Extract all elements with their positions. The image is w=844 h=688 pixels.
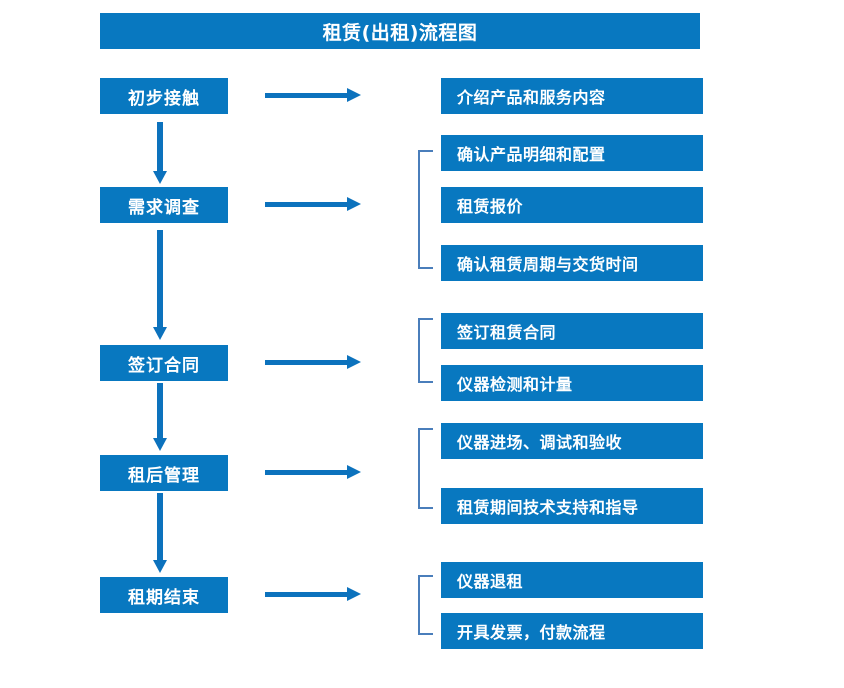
group-bracket-stage-2 xyxy=(418,150,433,269)
stage-arrow-head xyxy=(347,197,361,211)
stage-arrow-right-stage-1 xyxy=(265,87,361,103)
connector-arrow-shaft xyxy=(157,230,163,327)
stage-box-stage-3[interactable]: 签订合同 xyxy=(100,345,228,381)
detail-box[interactable]: 签订租赁合同 xyxy=(441,313,703,349)
connector-arrow-shaft xyxy=(157,122,163,171)
stage-arrow-shaft xyxy=(265,93,349,98)
detail-box[interactable]: 介绍产品和服务内容 xyxy=(441,78,703,114)
page-title: 租赁(出租)流程图 xyxy=(100,13,700,49)
detail-box[interactable]: 仪器退租 xyxy=(441,562,703,598)
stage-arrow-head xyxy=(347,465,361,479)
stage-arrow-head xyxy=(347,88,361,102)
connector-arrow-head xyxy=(153,438,167,451)
connector-arrow-head xyxy=(153,171,167,184)
connector-arrow-down xyxy=(152,230,168,340)
stage-arrow-right-stage-4 xyxy=(265,464,361,480)
stage-arrow-shaft xyxy=(265,360,349,365)
stage-arrow-shaft xyxy=(265,202,349,207)
stage-arrow-right-stage-3 xyxy=(265,354,361,370)
connector-arrow-down xyxy=(152,383,168,451)
stage-box-stage-4[interactable]: 租后管理 xyxy=(100,455,228,491)
detail-box[interactable]: 仪器进场、调试和验收 xyxy=(441,423,703,459)
group-bracket-stage-5 xyxy=(418,575,433,635)
stage-arrow-right-stage-2 xyxy=(265,196,361,212)
stage-arrow-right-stage-5 xyxy=(265,586,361,602)
connector-arrow-head xyxy=(153,327,167,340)
stage-arrow-shaft xyxy=(265,592,349,597)
connector-arrow-down xyxy=(152,122,168,184)
detail-box[interactable]: 确认租赁周期与交货时间 xyxy=(441,245,703,281)
stage-arrow-head xyxy=(347,355,361,369)
detail-box[interactable]: 租赁期间技术支持和指导 xyxy=(441,488,703,524)
detail-box[interactable]: 确认产品明细和配置 xyxy=(441,135,703,171)
detail-box[interactable]: 租赁报价 xyxy=(441,187,703,223)
stage-box-stage-2[interactable]: 需求调查 xyxy=(100,187,228,223)
connector-arrow-down xyxy=(152,493,168,573)
detail-box[interactable]: 开具发票，付款流程 xyxy=(441,613,703,649)
detail-box[interactable]: 仪器检测和计量 xyxy=(441,365,703,401)
group-bracket-stage-4 xyxy=(418,428,433,509)
stage-box-stage-5[interactable]: 租期结束 xyxy=(100,577,228,613)
stage-box-stage-1[interactable]: 初步接触 xyxy=(100,78,228,114)
connector-arrow-shaft xyxy=(157,493,163,560)
stage-arrow-shaft xyxy=(265,470,349,475)
connector-arrow-shaft xyxy=(157,383,163,438)
connector-arrow-head xyxy=(153,560,167,573)
stage-arrow-head xyxy=(347,587,361,601)
group-bracket-stage-3 xyxy=(418,318,433,383)
